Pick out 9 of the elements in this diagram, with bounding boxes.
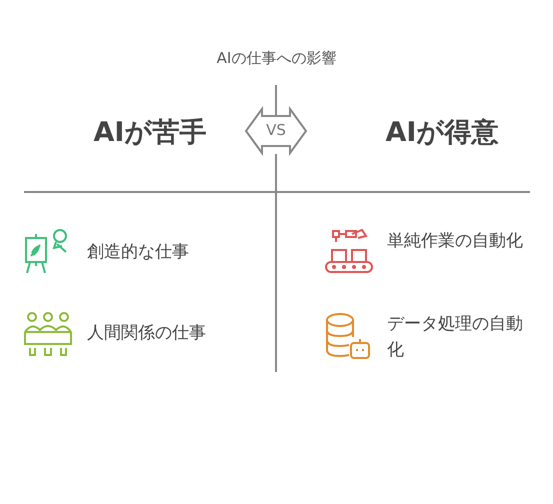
item-text: 人間関係の仕事 — [87, 322, 207, 344]
vs-text: VS — [265, 121, 287, 139]
item-text: 単純作業の自動化 — [387, 230, 524, 253]
column-heading: AIが苦手 — [92, 116, 208, 150]
item-text: 創造的な仕事 — [87, 241, 190, 263]
title: AIの仕事への影響 — [216, 49, 338, 68]
vs-double-arrow — [245, 107, 307, 155]
item-text: データ処理の自動化 — [387, 313, 524, 362]
column-heading: AIが得意 — [384, 116, 500, 150]
